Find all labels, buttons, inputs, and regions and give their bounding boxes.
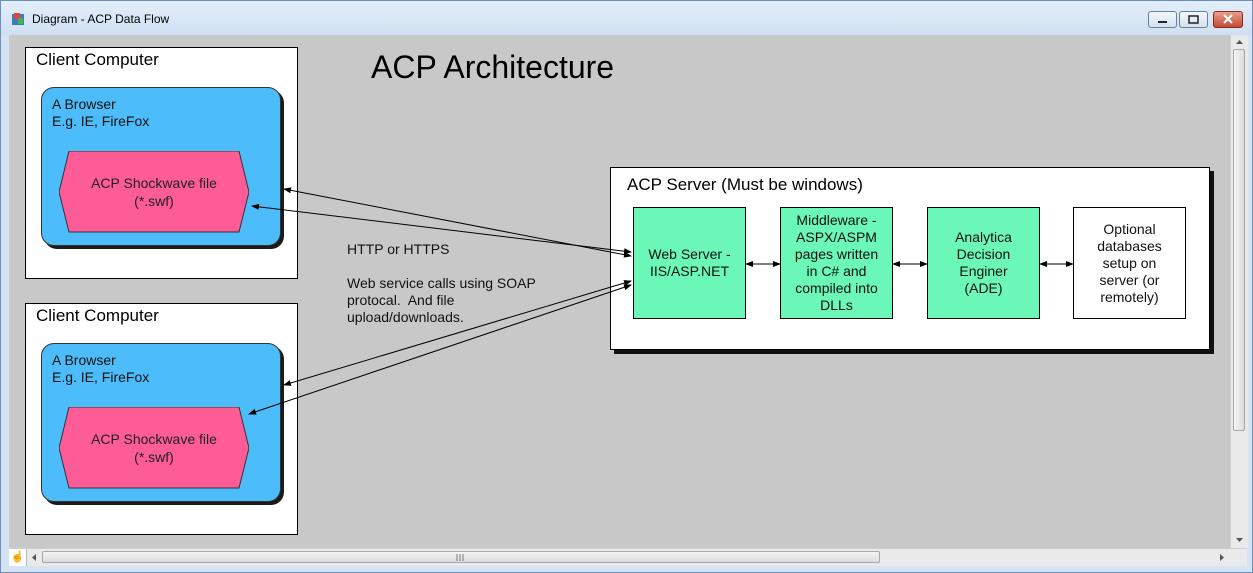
middleware-node[interactable]: Middleware - ASPX/ASPM pages written in … xyxy=(780,207,893,319)
grip-icon xyxy=(456,554,464,561)
server-label: ACP Server (Must be windows) xyxy=(627,175,863,194)
browser-label: A Browser E.g. IE, FireFox xyxy=(52,96,150,129)
diagram-canvas[interactable]: Client Computer A Browser E.g. IE, FireF… xyxy=(9,35,1230,548)
swf-node-1[interactable] xyxy=(59,151,249,233)
swf-label-2: ACP Shockwave file (*.swf) xyxy=(91,431,217,465)
close-button[interactable] xyxy=(1213,11,1243,28)
ade-node[interactable]: Analytica Decision Enginer (ADE) xyxy=(927,207,1040,319)
vertical-scrollbar[interactable] xyxy=(1230,35,1248,548)
service-note: Web service calls using SOAP protocal. A… xyxy=(347,275,536,325)
minimize-icon xyxy=(1158,21,1167,23)
protocol-note: HTTP or HTTPS xyxy=(347,241,450,257)
browser-label: A Browser E.g. IE, FireFox xyxy=(52,352,150,385)
scroll-left-icon[interactable] xyxy=(30,553,37,562)
app-icon xyxy=(12,13,24,25)
web-server-node[interactable]: Web Server - IIS/ASP.NET xyxy=(633,207,746,319)
scroll-up-icon[interactable] xyxy=(1235,38,1244,45)
connector-client1-browser-server xyxy=(283,187,632,258)
horizontal-scrollbar[interactable]: ☝ xyxy=(9,548,1247,566)
diagram-heading: ACP Architecture xyxy=(371,49,615,85)
scroll-right-icon[interactable] xyxy=(1219,553,1226,562)
window-title: Diagram - ACP Data Flow xyxy=(32,12,170,26)
swf-label-1: ACP Shockwave file (*.swf) xyxy=(91,175,217,209)
restore-button[interactable] xyxy=(1179,11,1208,28)
database-node[interactable]: Optional databases setup on server (or r… xyxy=(1073,207,1186,319)
swf-node-2[interactable] xyxy=(59,407,249,489)
vertical-scroll-thumb[interactable] xyxy=(1233,49,1245,431)
restore-icon xyxy=(1188,15,1199,24)
pointer-tool-icon[interactable]: ☝ xyxy=(9,549,27,566)
horizontal-scroll-thumb[interactable] xyxy=(42,551,880,563)
close-icon xyxy=(1223,14,1233,24)
minimize-button[interactable] xyxy=(1148,11,1177,28)
client-computer-label: Client Computer xyxy=(36,306,159,325)
title-bar[interactable]: Diagram - ACP Data Flow xyxy=(1,1,1252,35)
client-computer-label: Client Computer xyxy=(36,50,159,69)
scroll-down-icon[interactable] xyxy=(1235,537,1244,544)
